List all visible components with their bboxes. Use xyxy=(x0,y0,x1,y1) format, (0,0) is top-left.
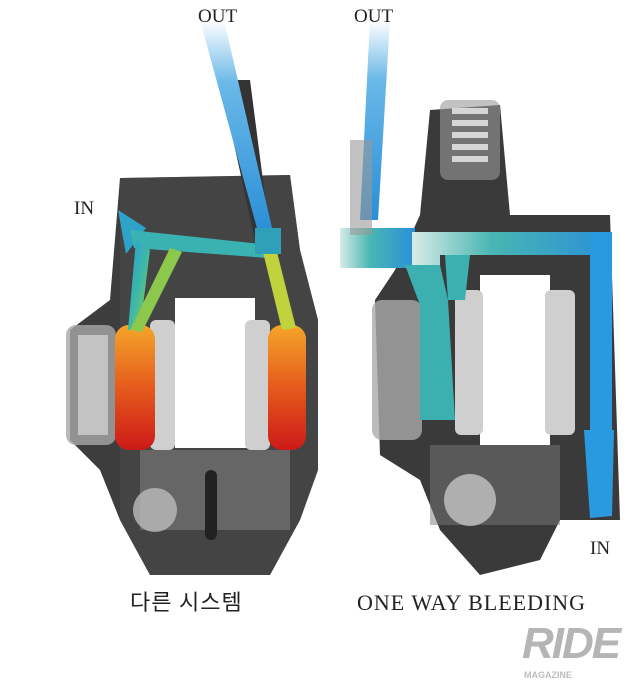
right-caliper xyxy=(340,20,620,575)
left-out-tube xyxy=(200,20,272,232)
left-piston-hot xyxy=(115,325,155,450)
right-in-port xyxy=(584,430,614,518)
left-caliper xyxy=(66,20,318,575)
right-out-label: OUT xyxy=(354,6,394,27)
ride-magazine-logo: RIDE xyxy=(522,619,621,668)
ride-magazine-sub: MAGAZINE xyxy=(524,670,572,680)
right-in-label: IN xyxy=(590,538,611,559)
right-piston-hot xyxy=(268,325,306,450)
left-in-label: IN xyxy=(74,198,95,219)
left-caption: 다른 시스템 xyxy=(130,590,243,615)
right-caption: ONE WAY BLEEDING xyxy=(357,590,587,615)
left-out-label: OUT xyxy=(198,6,238,27)
